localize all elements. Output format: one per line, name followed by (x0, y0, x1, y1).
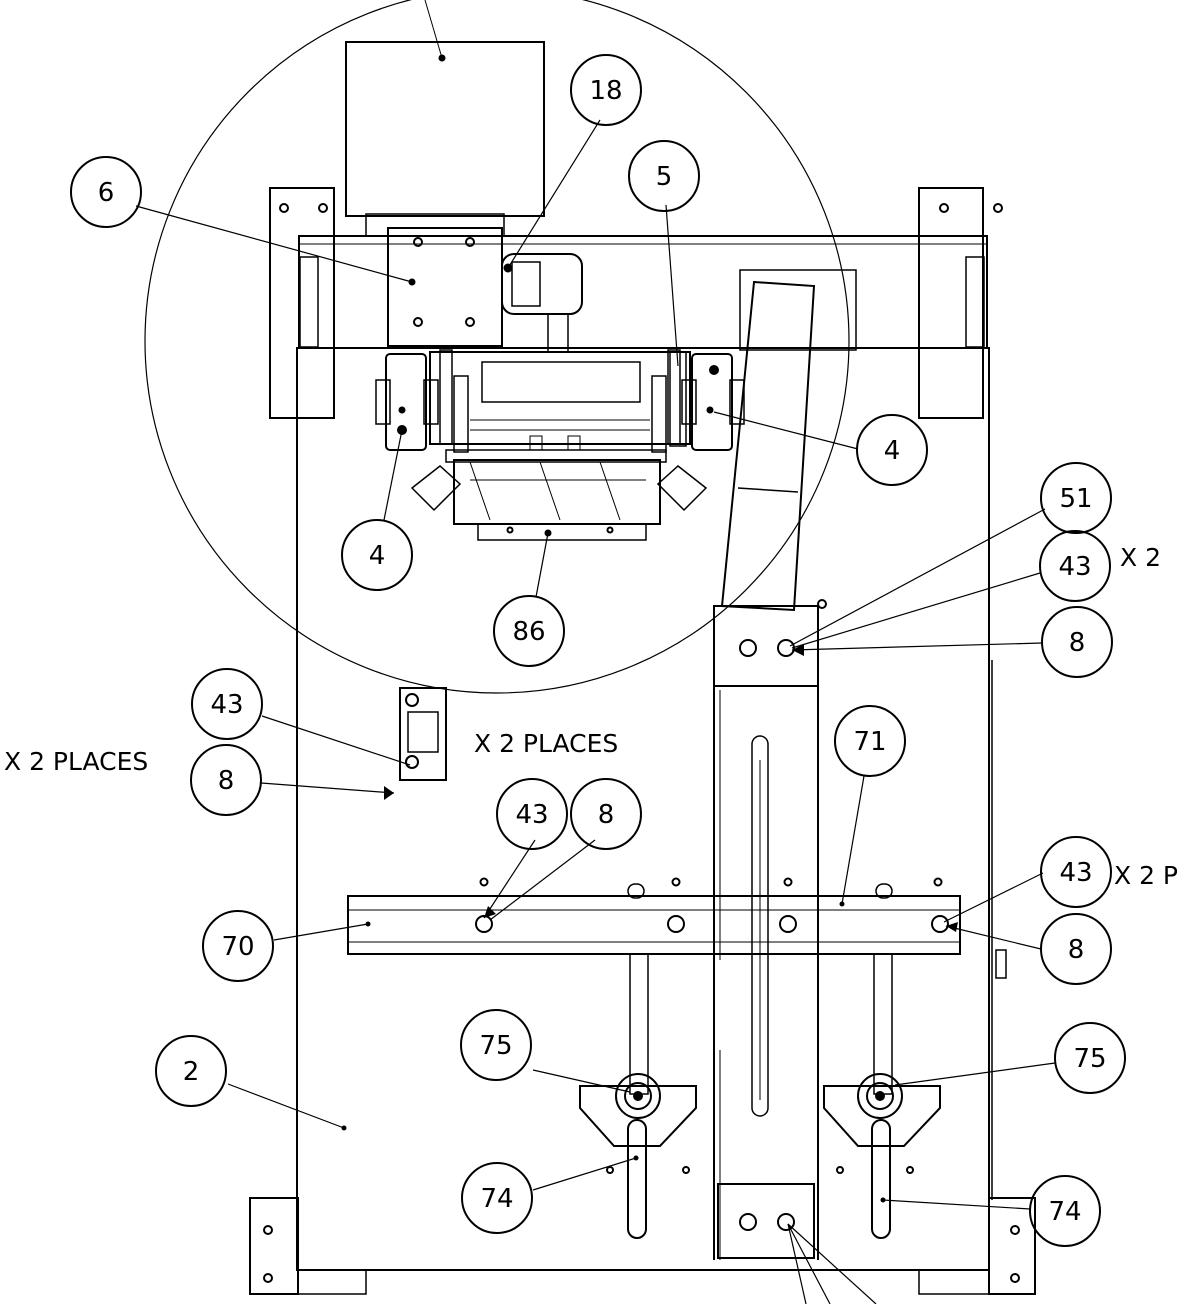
balloon-75-left: 75 (460, 1009, 532, 1081)
top-rail (298, 235, 988, 349)
balloon-2: 2 (155, 1035, 227, 1107)
balloon-71: 71 (834, 705, 906, 777)
latch-bracket (399, 687, 447, 781)
coupling (501, 253, 583, 352)
leader-dots (341, 644, 958, 1203)
svg-text:2: 2 (183, 1057, 200, 1087)
balloon-6: 6 (70, 156, 142, 228)
svg-text:74: 74 (480, 1184, 513, 1214)
svg-text:8: 8 (1069, 628, 1086, 658)
tilted-chute (720, 269, 857, 612)
svg-text:86: 86 (512, 617, 545, 647)
balloon-8-bar-right: 8 (1040, 913, 1112, 985)
balloon-43-top-right: 43 (1039, 530, 1111, 602)
main-plate (296, 347, 990, 1271)
mount-hole (939, 203, 949, 213)
horizontal-bar (347, 877, 961, 955)
mount-hole (279, 203, 289, 213)
balloon-74-right: 74 (1029, 1175, 1101, 1247)
bearing-right (669, 351, 745, 451)
balloon-8-top-right: 8 (1041, 606, 1113, 678)
balloon-51: 51 (1040, 462, 1112, 534)
svg-text:43: 43 (1059, 858, 1092, 888)
balloon-5: 5 (628, 140, 700, 212)
clamp-right (823, 953, 941, 1239)
bottom-right-foot (988, 1197, 1036, 1295)
svg-text:4: 4 (884, 436, 901, 466)
svg-text:6: 6 (98, 178, 115, 208)
svg-text:43: 43 (515, 800, 548, 830)
svg-text:5: 5 (656, 162, 673, 192)
bearing-left (375, 353, 439, 451)
svg-text:70: 70 (221, 932, 254, 962)
svg-text:51: 51 (1059, 484, 1092, 514)
balloon-86: 86 (493, 595, 565, 667)
svg-text:43: 43 (210, 690, 243, 720)
note-x2-places-center: X 2 PLACES (474, 729, 618, 758)
balloons: 6 18 5 4 4 86 51 43 8 43 8 71 43 8 43 8 … (70, 54, 1126, 1247)
top-right-mount (918, 187, 984, 419)
frame (249, 187, 1036, 1295)
balloon-8-left: 8 (190, 744, 262, 816)
svg-text:75: 75 (479, 1031, 512, 1061)
vertical-slide (713, 599, 827, 1260)
svg-text:4: 4 (369, 541, 386, 571)
balloon-4-left: 4 (341, 519, 413, 591)
balloon-75-right: 75 (1054, 1022, 1126, 1094)
mount-hole (318, 203, 328, 213)
balloon-74-left: 74 (461, 1162, 533, 1234)
note-x2-top-right: X 2 (1120, 543, 1161, 572)
note-x2-bar-right: X 2 P (1114, 861, 1178, 890)
leader-lines (135, 119, 1056, 1304)
svg-text:75: 75 (1073, 1044, 1106, 1074)
mount-hole (993, 203, 1003, 213)
notes: X 2 X 2 PLACES X 2 PLACES X 2 P (4, 543, 1178, 890)
clamp-left (579, 953, 697, 1239)
detail-circle (144, 0, 850, 694)
balloon-8-mid: 8 (570, 778, 642, 850)
balloon-4-right: 4 (856, 414, 928, 486)
balloon-43-mid: 43 (496, 778, 568, 850)
motor-box (345, 0, 545, 237)
balloon-43-left: 43 (191, 668, 263, 740)
gearbox (387, 227, 503, 347)
top-left-mount (269, 187, 335, 419)
bottom-left-foot (249, 1197, 299, 1295)
svg-text:43: 43 (1058, 552, 1091, 582)
svg-text:8: 8 (598, 800, 615, 830)
svg-text:18: 18 (589, 76, 622, 106)
balloon-70: 70 (202, 910, 274, 982)
svg-text:74: 74 (1048, 1197, 1081, 1227)
roller-assembly (410, 349, 708, 541)
balloon-18: 18 (570, 54, 642, 126)
svg-text:8: 8 (218, 766, 235, 796)
svg-text:8: 8 (1068, 935, 1085, 965)
balloon-43-bar-right: 43 (1040, 836, 1112, 908)
svg-text:71: 71 (853, 727, 886, 757)
note-x2-places-left: X 2 PLACES (4, 747, 148, 776)
